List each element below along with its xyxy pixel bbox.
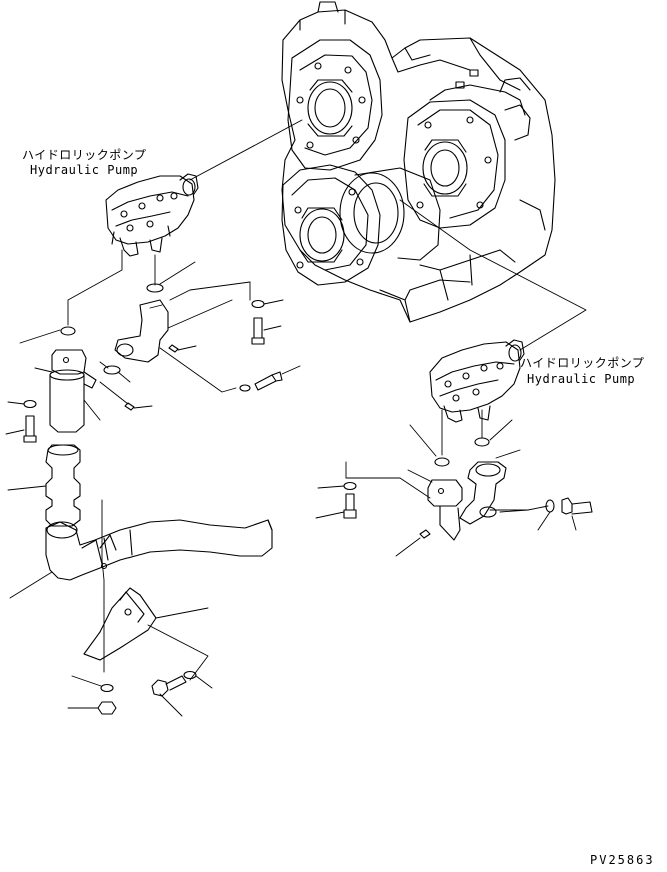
- drawing-number: PV25863: [590, 853, 655, 867]
- left-hydraulic-pump: [105, 119, 303, 257]
- transmission-case: [281, 1, 556, 323]
- left-pump-label-jp: ハイドロリックポンプ: [22, 148, 147, 162]
- right-hydraulic-pump: [399, 199, 587, 423]
- right-pump-label-jp: ハイドロリックポンプ: [520, 356, 645, 370]
- left-pump-label-en: Hydraulic Pump: [30, 163, 139, 177]
- right-assembly: [315, 409, 593, 557]
- right-pump-label-en: Hydraulic Pump: [527, 372, 636, 386]
- left-assembly: [5, 249, 301, 717]
